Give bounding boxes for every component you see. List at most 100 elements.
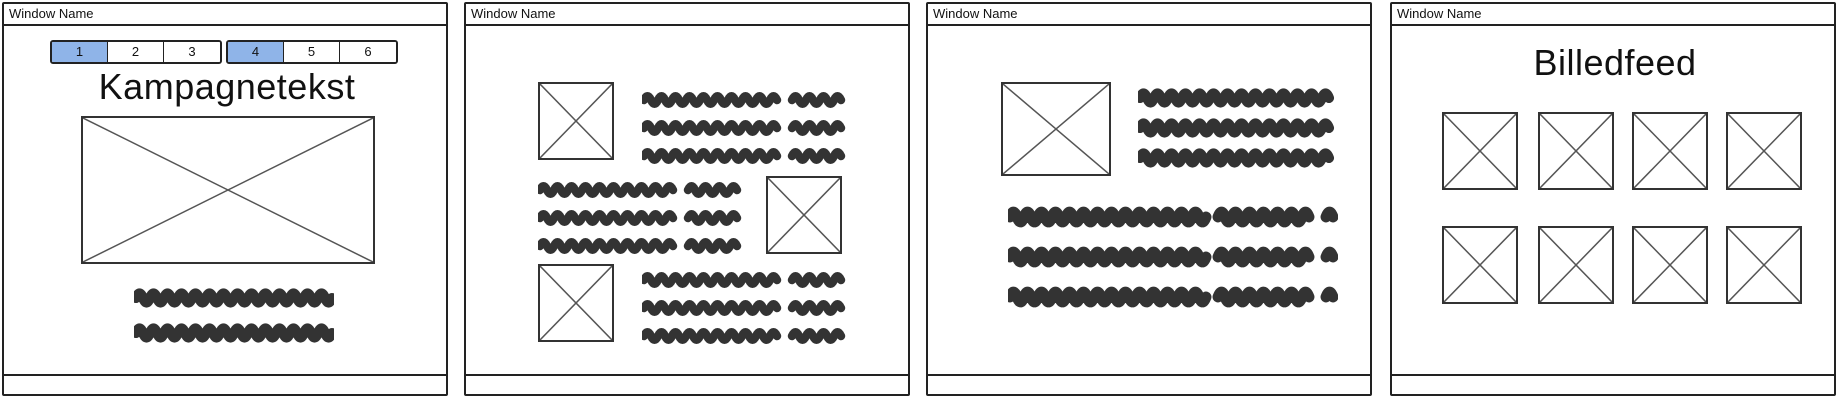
text-scribble-icon [130,288,338,343]
placeholder-cross-line [1634,114,1706,188]
scribble-line [1134,148,1335,168]
image-placeholder-icon [768,178,840,252]
image-placeholder-icon [1540,228,1612,302]
scribble-line [787,148,846,164]
placeholder-cross-line [1540,228,1612,302]
scribble-line [639,328,782,344]
text-scribble [535,178,742,263]
scribble-line [1004,246,1212,268]
scribble-line [535,182,678,198]
placeholder-cross-line [540,84,612,158]
text-scribble-icon [639,272,846,344]
text-scribble-icon [1134,88,1335,168]
placeholder-cross-line [1634,228,1706,302]
image-placeholder-icon [1003,84,1109,174]
image-placeholder-icon [83,118,373,262]
placeholder-cross-line [1728,228,1800,302]
step-5[interactable]: 5 [284,42,340,62]
image-placeholder [1442,112,1518,190]
text-scribble-icon [639,92,846,164]
step-6[interactable]: 6 [340,42,396,62]
status-bar [4,374,446,394]
step-2[interactable]: 2 [108,42,164,62]
image-feed-heading: Billedfeed [1533,42,1697,83]
window-title: Window Name [4,4,446,26]
campaign-heading: Kampagnetekst [98,66,356,107]
scribble-line [130,323,338,343]
scribble-line [1004,286,1212,308]
placeholder-cross-line [1003,84,1109,174]
scribble-line [1320,206,1339,223]
scribble-line [787,92,846,108]
scribble-line [535,210,678,226]
image-placeholder-icon [1444,228,1516,302]
image-placeholder-icon [540,266,612,340]
status-bar [466,374,908,394]
scribble-line [787,328,846,344]
window-article: Window Name [926,2,1372,396]
scribble-line [1212,286,1315,308]
step-1[interactable]: 1 [52,42,108,62]
image-placeholder [1538,226,1614,304]
scribble-line [1320,246,1339,263]
window-mixed-feed: Window Name [464,2,910,396]
text-scribble [639,88,846,173]
placeholder-cross-line [1444,114,1516,188]
step-4[interactable]: 4 [228,42,284,62]
scribble-line [639,272,782,288]
scribble-line [1212,246,1315,268]
image-placeholder-icon [1728,114,1800,188]
image-placeholder [1442,226,1518,304]
placeholder-cross-line [83,118,373,262]
text-scribble [1004,202,1339,317]
image-placeholder [1632,112,1708,190]
window-title: Window Name [1392,4,1834,26]
scribble-line [1212,206,1315,228]
placeholder-cross-line [1728,114,1800,188]
image-placeholder [1726,112,1802,190]
placeholder-cross-line [540,266,612,340]
status-bar [1392,374,1834,394]
image-placeholder-icon [540,84,612,158]
window-content [466,26,908,374]
scribble-line [1320,286,1339,303]
scribble-line [1134,118,1335,138]
window-content: Billedfeed [1392,26,1834,374]
window-image-feed: Window Name Billedfeed [1390,2,1836,396]
window-content [928,26,1370,374]
placeholder-cross-line [1444,228,1516,302]
scribble-line [683,210,742,226]
scribble-line [639,92,782,108]
scribble-line [639,300,782,316]
campaign-image-placeholder [81,116,375,264]
text-scribble [639,268,846,353]
step-3[interactable]: 3 [164,42,220,62]
text-scribble [130,284,338,352]
step-group-b: 4 5 6 [226,40,398,64]
image-placeholder-icon [1634,228,1706,302]
scribble-line [683,182,742,198]
image-placeholder [1726,226,1802,304]
step-group-a: 1 2 3 [50,40,222,64]
image-placeholder-icon [1540,114,1612,188]
image-placeholder-icon [1728,228,1800,302]
image-placeholder [766,176,842,254]
scribble-line [535,238,678,254]
image-placeholder [1632,226,1708,304]
scribble-line [639,120,782,136]
scribble-line [130,288,338,308]
step-navigator: 1 2 3 4 5 6 [50,40,398,64]
scribble-line [639,148,782,164]
image-placeholder [538,264,614,342]
image-placeholder-icon [1634,114,1706,188]
scribble-line [1134,88,1335,108]
image-placeholder [1538,112,1614,190]
scribble-line [1004,206,1212,228]
image-placeholder [1001,82,1111,176]
image-placeholder [538,82,614,160]
scribble-line [787,272,846,288]
text-scribble [1134,84,1336,177]
window-title: Window Name [928,4,1370,26]
scribble-line [787,120,846,136]
